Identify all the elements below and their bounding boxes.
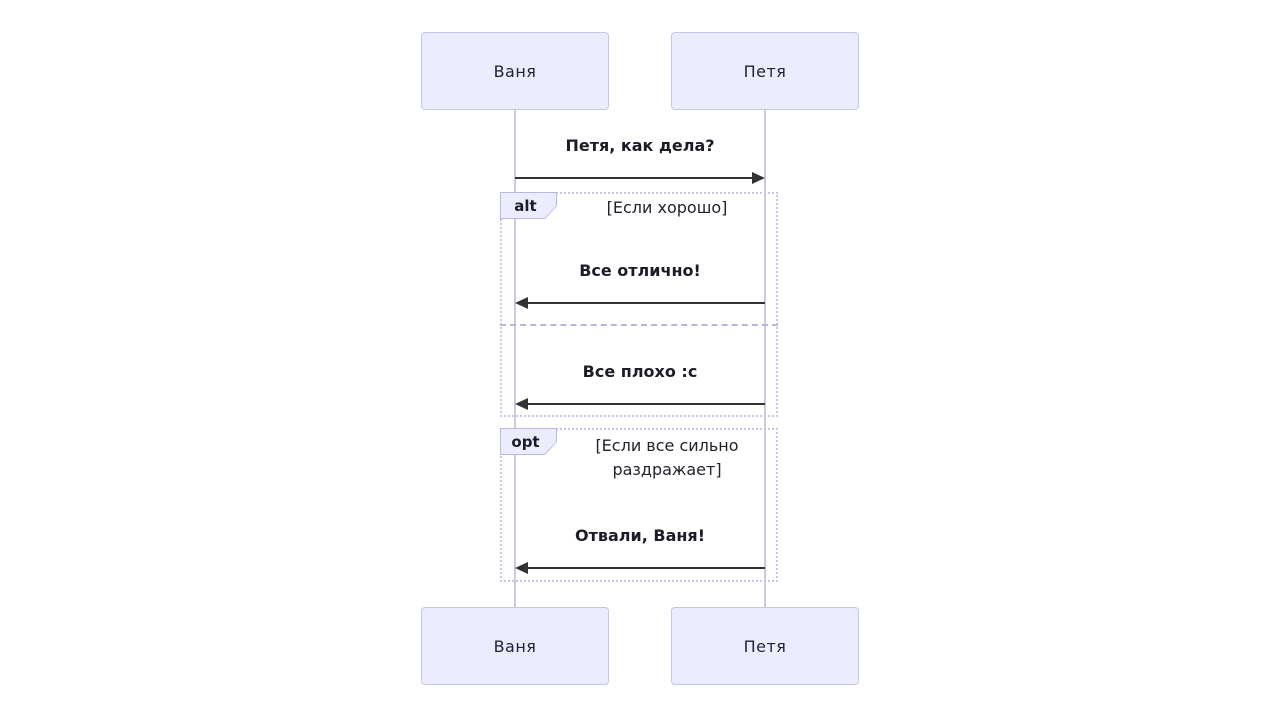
lifeline-vanya <box>514 110 516 607</box>
arrow-line <box>525 567 765 569</box>
message-arrow-1 <box>515 172 765 184</box>
message-arrow-4 <box>515 562 765 574</box>
message-text-3: Все плохо :c <box>582 362 698 381</box>
arrow-line <box>525 302 765 304</box>
actor-label-vanya-bottom: Ваня <box>493 636 537 656</box>
arrowhead-left-icon <box>515 398 528 410</box>
alt-frame <box>500 192 778 417</box>
alt-else-divider <box>500 324 778 326</box>
actor-box-petya-top: Петя <box>671 32 859 110</box>
message-text-4: Отвали, Ваня! <box>575 526 705 545</box>
message-arrow-2 <box>515 297 765 309</box>
arrowhead-right-icon <box>752 172 765 184</box>
alt-label-tag: alt <box>500 192 557 219</box>
alt-condition: [Если хорошо] <box>606 198 728 217</box>
actor-label-petya-bottom: Петя <box>743 636 787 656</box>
arrow-line <box>515 177 755 179</box>
actor-box-petya-bottom: Петя <box>671 607 859 685</box>
opt-condition: [Если все сильно раздражает] <box>595 436 739 479</box>
message-text-1: Петя, как дела? <box>565 136 715 155</box>
lifeline-petya <box>764 110 766 607</box>
opt-label-tag: opt <box>500 428 557 455</box>
message-arrow-3 <box>515 398 765 410</box>
message-text-2: Все отлично! <box>579 261 701 280</box>
actor-box-vanya-bottom: Ваня <box>421 607 609 685</box>
opt-frame <box>500 428 778 582</box>
actor-label-petya-top: Петя <box>743 61 787 81</box>
actor-label-vanya-top: Ваня <box>493 61 537 81</box>
alt-label: alt <box>501 193 556 218</box>
opt-label: opt <box>501 429 556 454</box>
actor-box-vanya-top: Ваня <box>421 32 609 110</box>
arrowhead-left-icon <box>515 297 528 309</box>
arrow-line <box>525 403 765 405</box>
arrowhead-left-icon <box>515 562 528 574</box>
